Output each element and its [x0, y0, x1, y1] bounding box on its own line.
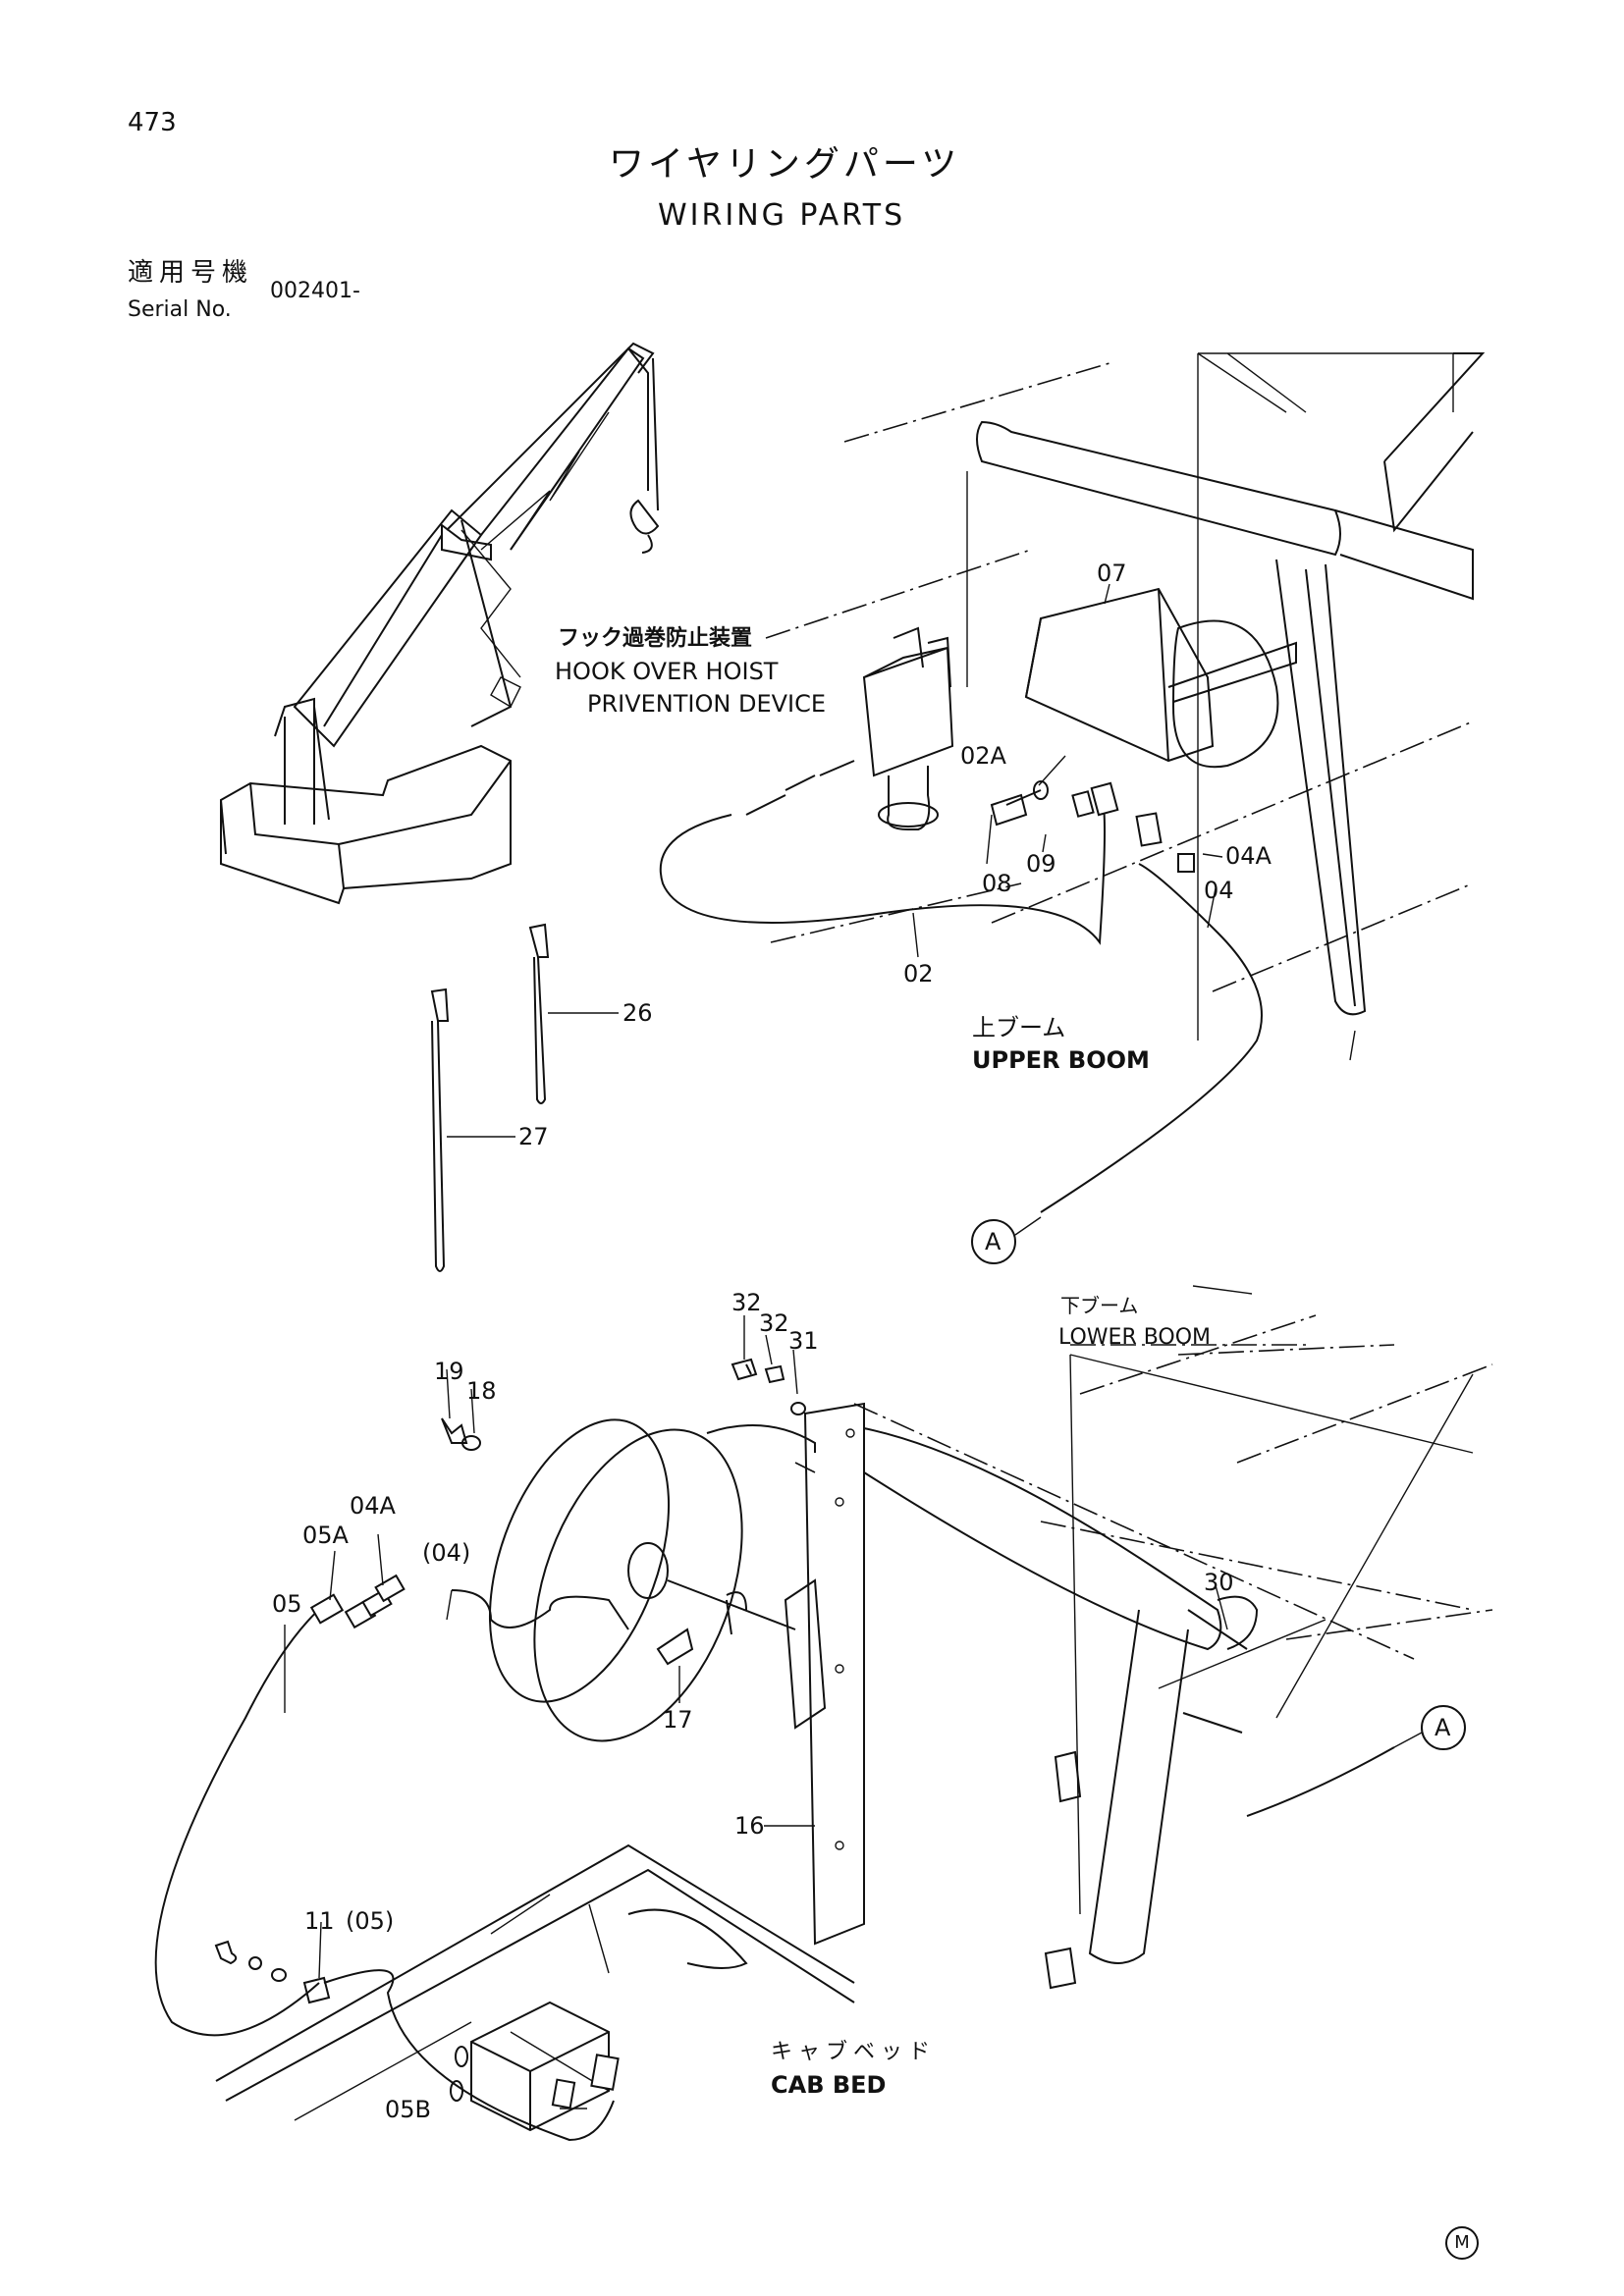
- serial-number: 002401-: [270, 279, 360, 303]
- part-number-32-a: 32: [731, 1289, 762, 1316]
- lower-boom-label-japanese: 下ブーム: [1060, 1294, 1139, 1317]
- upper-boom-illustration: [659, 352, 1486, 1213]
- part-number-04-upper: 04: [1204, 877, 1234, 904]
- lower-boom-label: LOWER BOOM: [1058, 1325, 1212, 1350]
- part-number-09: 09: [1026, 850, 1056, 878]
- upper-boom-label: UPPER BOOM: [972, 1046, 1150, 1074]
- connector-a-marker-upper: [971, 1219, 1016, 1264]
- upper-boom-label-japanese: 上ブーム: [972, 1014, 1066, 1041]
- part-number-08: 08: [982, 870, 1012, 897]
- lower-boom-illustration: [154, 583, 1493, 2142]
- part-number-30: 30: [1204, 1569, 1234, 1596]
- serial-label: Serial No.: [128, 297, 232, 322]
- page-number: 473: [128, 108, 177, 137]
- cab-bed-label: CAB BED: [771, 2071, 887, 2099]
- serial-label-japanese: 適用号機: [128, 258, 254, 288]
- part-number-17: 17: [663, 1706, 693, 1734]
- connector-a-label-upper: A: [985, 1228, 1001, 1255]
- manual-mark: M: [1445, 2226, 1479, 2260]
- part-number-04-ref: (04): [422, 1539, 471, 1567]
- part-number-05: 05: [272, 1590, 302, 1618]
- part-number-05-ref: (05): [346, 1907, 395, 1935]
- crane-overview-illustration: [220, 342, 660, 905]
- part-number-11: 11: [304, 1907, 335, 1935]
- page-title-japanese: ワイヤリングパーツ: [609, 144, 961, 185]
- hook-device-label-line2: PRIVENTION DEVICE: [587, 690, 827, 718]
- connector-a-marker-lower: [1421, 1705, 1466, 1750]
- part-number-02a: 02A: [960, 742, 1006, 770]
- part-number-16: 16: [734, 1812, 765, 1840]
- hook-device-label-line1: HOOK OVER HOIST: [555, 658, 779, 685]
- part-number-32-b: 32: [759, 1309, 789, 1337]
- cab-bed-label-japanese: キャブベッド: [771, 2040, 937, 2064]
- part-number-07: 07: [1097, 560, 1127, 587]
- cable-ties-illustration: [430, 923, 619, 1272]
- part-number-05b: 05B: [385, 2096, 432, 2123]
- page-title: WIRING PARTS: [658, 198, 906, 233]
- part-number-31: 31: [788, 1327, 819, 1355]
- part-number-05a: 05A: [302, 1522, 349, 1549]
- part-number-26: 26: [623, 999, 653, 1027]
- part-number-02: 02: [903, 960, 934, 988]
- part-number-04a-upper: 04A: [1225, 842, 1272, 870]
- part-number-19: 19: [434, 1358, 464, 1385]
- part-number-27: 27: [518, 1123, 549, 1150]
- hook-device-label-japanese: フック過巻防止装置: [558, 626, 753, 651]
- part-number-04a: 04A: [350, 1492, 396, 1520]
- connector-a-label-lower: A: [1435, 1714, 1451, 1741]
- part-number-18: 18: [466, 1377, 497, 1405]
